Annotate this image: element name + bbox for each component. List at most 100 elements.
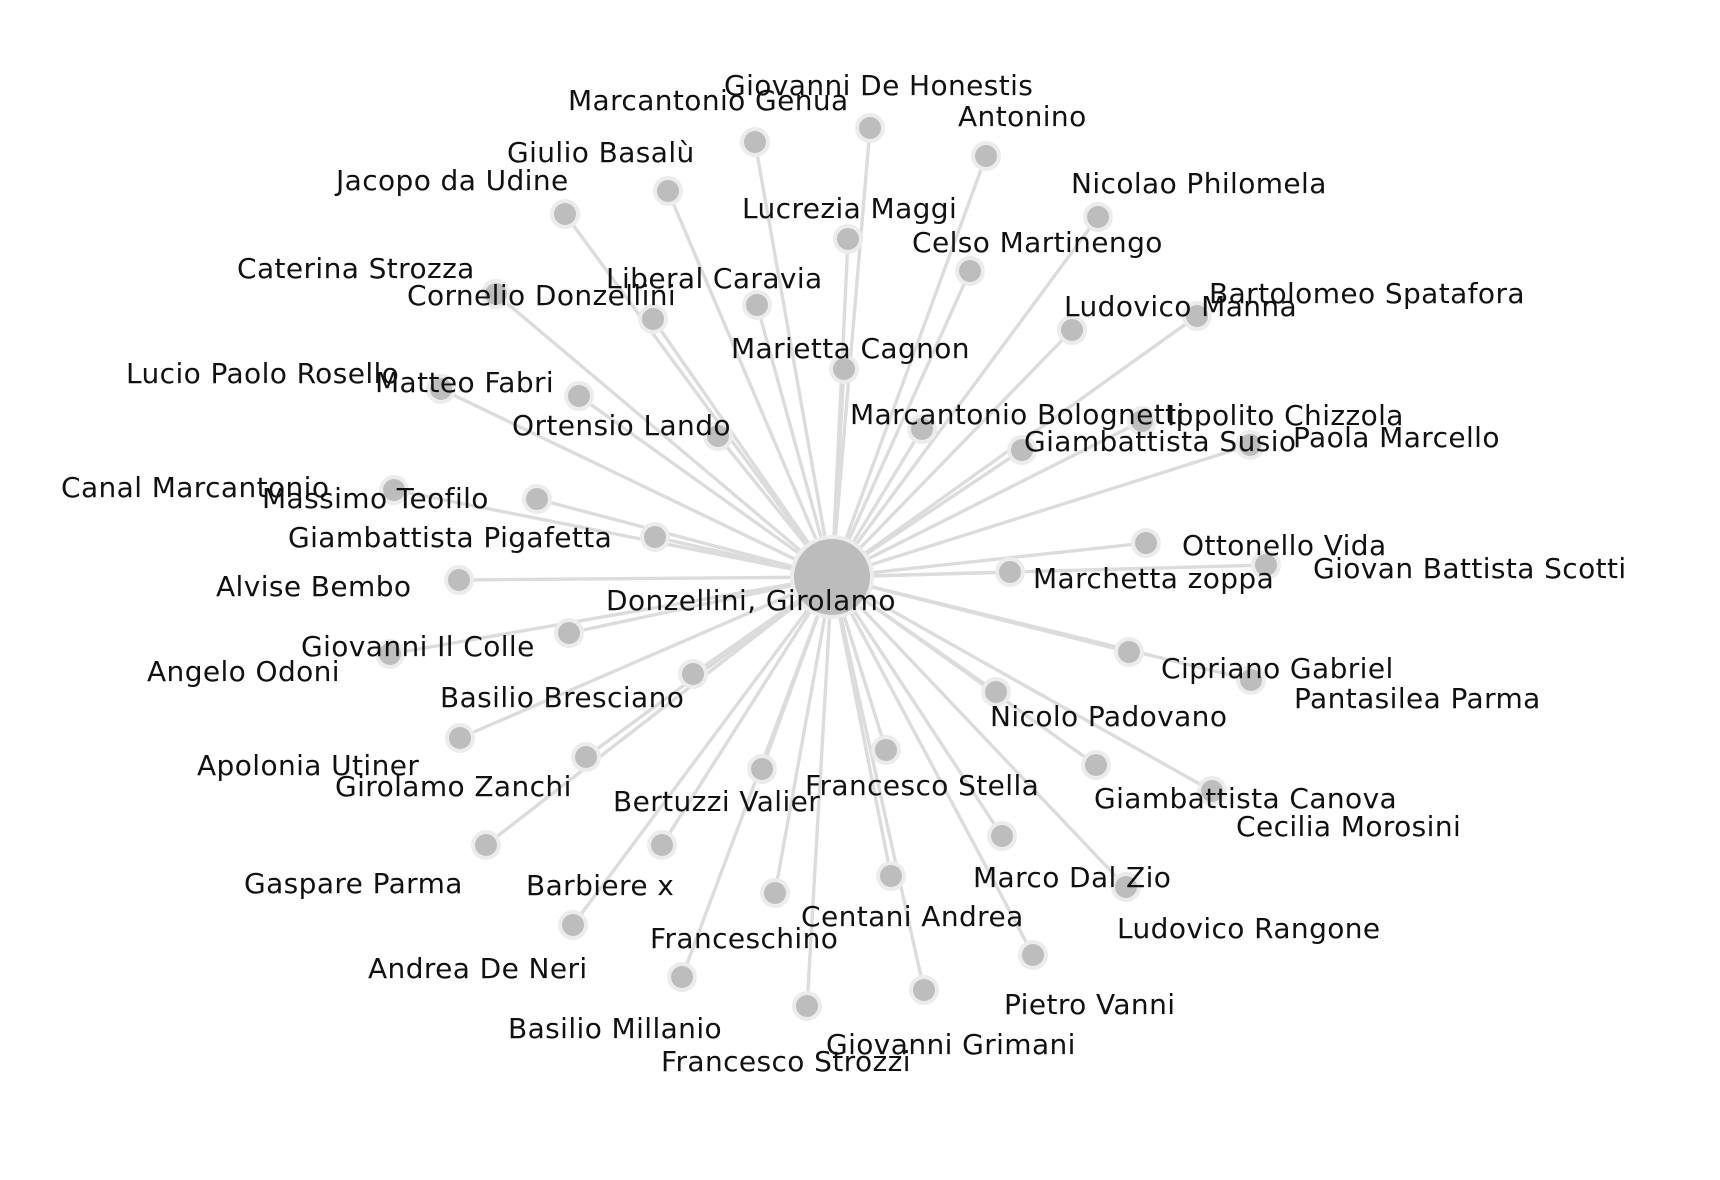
node-cipriano-gabriel[interactable] bbox=[1114, 637, 1144, 667]
node-label-pantasilea-parma: Pantasilea Parma bbox=[1294, 682, 1541, 715]
node-marcantonio-genua[interactable] bbox=[740, 127, 770, 157]
center-node-label: Donzellini, Girolamo bbox=[606, 584, 896, 617]
node-label-marco-dal-zio: Marco Dal Zio bbox=[973, 861, 1171, 894]
node-ludovico-rangone[interactable] bbox=[1111, 872, 1141, 902]
node-giovan-battista-scotti[interactable] bbox=[1251, 550, 1281, 580]
node-lucrezia-maggi[interactable] bbox=[833, 224, 863, 254]
edge-caterina-strozza bbox=[494, 292, 834, 579]
node-dot bbox=[1118, 641, 1140, 663]
node-dot bbox=[657, 180, 679, 202]
node-giovanni-grimani[interactable] bbox=[909, 975, 939, 1005]
node-giovanni-il-colle[interactable] bbox=[554, 618, 584, 648]
node-nicolao-philomela[interactable] bbox=[1083, 202, 1113, 232]
node-angelo-odoni[interactable] bbox=[375, 639, 405, 669]
node-dot bbox=[1186, 305, 1208, 327]
node-label-giambattista-pigafetta: Giambattista Pigafetta bbox=[288, 521, 612, 554]
edge-giulio-basalu bbox=[666, 189, 834, 579]
node-gaspare-parma[interactable] bbox=[471, 830, 501, 860]
node-dot bbox=[1011, 439, 1033, 461]
node-label-canal-marcantonio: Canal Marcantonio bbox=[61, 471, 329, 504]
node-label-giovan-battista-scotti: Giovan Battista Scotti bbox=[1313, 552, 1627, 585]
node-pantasilea-parma[interactable] bbox=[1236, 665, 1266, 695]
node-francesco-strozzi[interactable] bbox=[792, 991, 822, 1021]
node-basilio-bresciano[interactable] bbox=[678, 659, 708, 689]
node-dot bbox=[1085, 754, 1107, 776]
node-label-antonino: Antonino bbox=[958, 100, 1087, 133]
node-label-giovanni-grimani: Giovanni Grimani bbox=[826, 1028, 1076, 1061]
node-label-basilio-bresciano: Basilio Bresciano bbox=[440, 681, 684, 714]
node-dot bbox=[913, 979, 935, 1001]
node-marietta-cagnon[interactable] bbox=[829, 354, 859, 384]
node-label-andrea-de-neri: Andrea De Neri bbox=[368, 952, 588, 985]
node-liberal-caravia[interactable] bbox=[742, 290, 772, 320]
node-label-paola-marcello: Paola Marcello bbox=[1293, 421, 1500, 454]
node-andrea-de-neri[interactable] bbox=[558, 910, 588, 940]
node-label-matteo-fabri: Matteo Fabri bbox=[375, 366, 554, 399]
node-dot bbox=[575, 746, 597, 768]
node-marco-dal-zio[interactable] bbox=[987, 821, 1017, 851]
node-massimo-teofilo[interactable] bbox=[522, 484, 552, 514]
node-dot bbox=[379, 643, 401, 665]
center-node[interactable] bbox=[790, 535, 874, 619]
node-label-alvise-bembo: Alvise Bembo bbox=[216, 570, 411, 603]
edge-marco-dal-zio bbox=[830, 575, 1004, 838]
node-giovanni-de-honestis[interactable] bbox=[855, 113, 885, 143]
node-ottonello-vida[interactable] bbox=[1131, 528, 1161, 558]
node-ludovico-manna[interactable] bbox=[1057, 315, 1087, 345]
node-label-lucio-paolo-rosello: Lucio Paolo Rosello bbox=[126, 357, 399, 390]
node-basilio-millanio[interactable] bbox=[667, 962, 697, 992]
node-marcantonio-bolognetti[interactable] bbox=[907, 414, 937, 444]
node-dot bbox=[1131, 410, 1153, 432]
edge-cecilia-morosini bbox=[830, 575, 1214, 793]
edge-canal-marcantonio bbox=[392, 488, 834, 579]
node-caterina-strozza[interactable] bbox=[481, 279, 511, 309]
node-franceschino[interactable] bbox=[760, 878, 790, 908]
node-dot bbox=[833, 358, 855, 380]
node-marchetta-zoppa[interactable] bbox=[995, 557, 1025, 587]
node-jacopo-da-udine[interactable] bbox=[550, 199, 580, 229]
node-giambattista-canova[interactable] bbox=[1081, 750, 1111, 780]
node-giambattista-pigafetta[interactable] bbox=[640, 522, 670, 552]
node-paola-marcello[interactable] bbox=[1235, 430, 1265, 460]
node-ippolito-chizzola[interactable] bbox=[1127, 406, 1157, 436]
node-label-apolonia-utiner: Apolonia Utiner bbox=[197, 749, 419, 782]
node-giulio-basalu[interactable] bbox=[653, 176, 683, 206]
node-bartolomeo-spatafora[interactable] bbox=[1182, 301, 1212, 331]
node-barbiere-x[interactable] bbox=[647, 830, 677, 860]
node-bertuzzi-valier[interactable] bbox=[747, 754, 777, 784]
node-lucio-paolo-rosello[interactable] bbox=[426, 374, 456, 404]
node-cecilia-morosini[interactable] bbox=[1197, 776, 1227, 806]
node-francesco-stella[interactable] bbox=[871, 735, 901, 765]
node-label-pietro-vanni: Pietro Vanni bbox=[1004, 988, 1175, 1021]
node-label-centani-andrea: Centani Andrea bbox=[801, 900, 1024, 933]
node-ortensio-lando[interactable] bbox=[703, 421, 733, 451]
node-dot bbox=[1061, 319, 1083, 341]
node-matteo-fabri[interactable] bbox=[564, 381, 594, 411]
node-dot bbox=[1201, 780, 1223, 802]
node-apolonia-utiner[interactable] bbox=[445, 723, 475, 753]
node-dot bbox=[959, 260, 981, 282]
node-cornelio-donzellini[interactable] bbox=[638, 304, 668, 334]
node-centani-andrea[interactable] bbox=[876, 861, 906, 891]
node-nicolo-padovano[interactable] bbox=[981, 677, 1011, 707]
node-dot bbox=[911, 418, 933, 440]
node-label-caterina-strozza: Caterina Strozza bbox=[237, 252, 475, 285]
node-canal-marcantonio[interactable] bbox=[379, 475, 409, 505]
node-antonino[interactable] bbox=[971, 141, 1001, 171]
node-giambattista-susio[interactable] bbox=[1007, 435, 1037, 465]
node-dot bbox=[1022, 944, 1044, 966]
node-label-jacopo-da-udine: Jacopo da Udine bbox=[334, 164, 569, 197]
node-label-ottonello-vida: Ottonello Vida bbox=[1182, 529, 1387, 562]
node-dot bbox=[975, 145, 997, 167]
node-celso-martinengo[interactable] bbox=[955, 256, 985, 286]
node-dot bbox=[475, 834, 497, 856]
node-girolamo-zanchi[interactable] bbox=[571, 742, 601, 772]
node-dot bbox=[991, 825, 1013, 847]
node-alvise-bembo[interactable] bbox=[444, 565, 474, 595]
node-label-franceschino: Franceschino bbox=[650, 922, 838, 955]
node-dot bbox=[671, 966, 693, 988]
node-pietro-vanni[interactable] bbox=[1018, 940, 1048, 970]
nodes-layer bbox=[375, 113, 1281, 1021]
edge-massimo-teofilo bbox=[535, 497, 834, 579]
node-label-marchetta-zoppa: Marchetta zoppa bbox=[1033, 562, 1274, 595]
